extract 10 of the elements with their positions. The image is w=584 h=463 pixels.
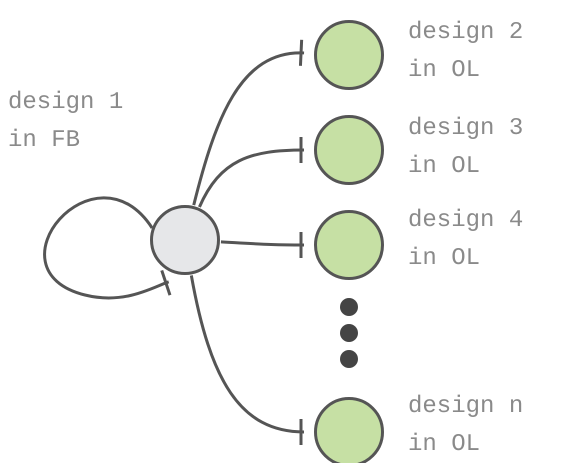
node-caption: design 2 in OL <box>408 18 524 86</box>
inhibition-connector <box>44 196 172 300</box>
inhibition-connector <box>190 275 304 446</box>
inhibition-connector <box>198 136 304 208</box>
node-caption: design 3 in OL <box>408 114 524 182</box>
node-caption: design n in OL <box>408 392 524 460</box>
inhibition-connector <box>220 230 304 260</box>
inhibition-connector <box>192 38 304 206</box>
node-caption: design 4 in OL <box>408 206 524 274</box>
node-caption: design 1 in FB <box>8 88 124 156</box>
